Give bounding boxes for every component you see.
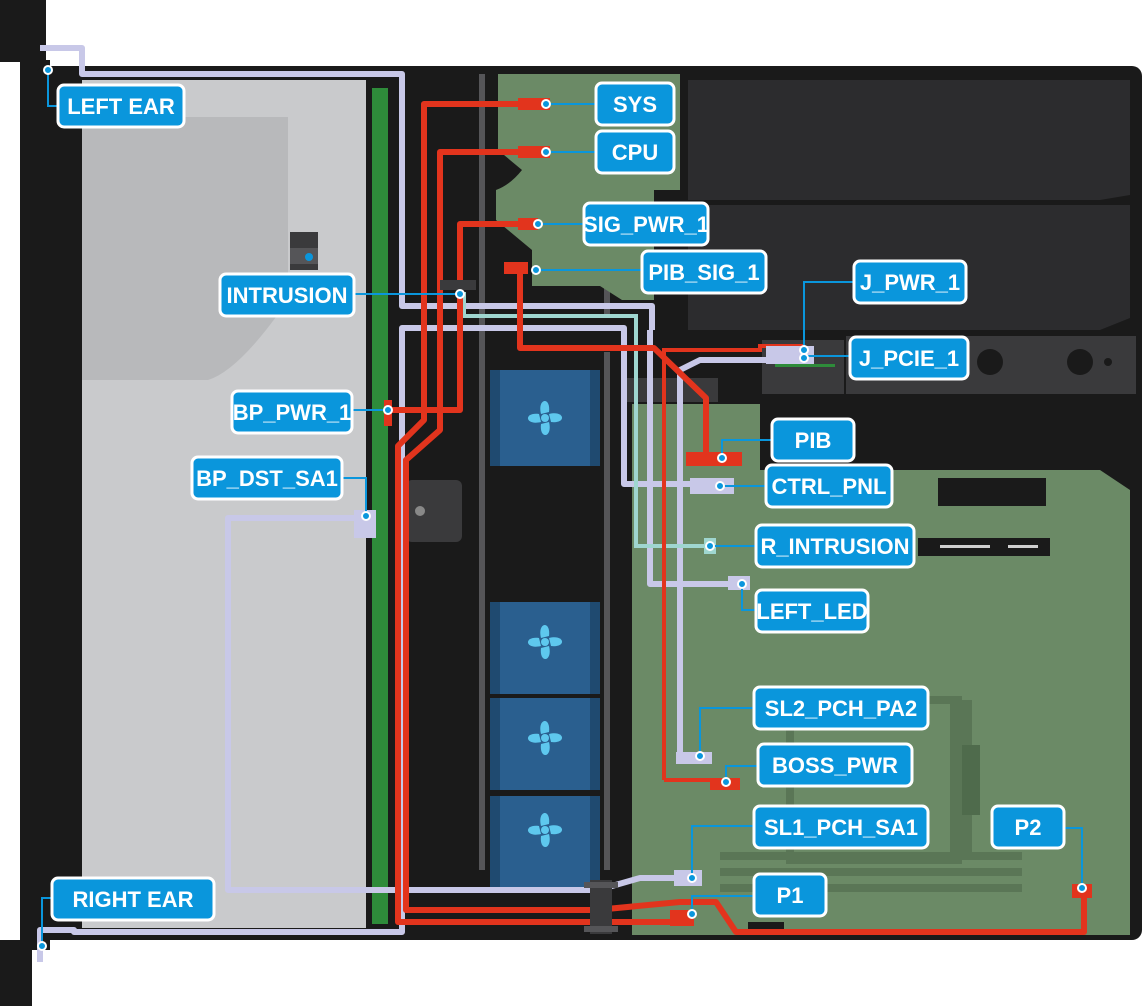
cpu-socket-tab-b (962, 745, 980, 815)
label-r-intrusion-text: R_INTRUSION (760, 534, 909, 559)
backplane (366, 78, 396, 928)
label-bp-pwr-1: BP_PWR_1 (230, 389, 354, 435)
label-left-ear: LEFT EAR (56, 83, 186, 129)
cable-bp-dst (225, 515, 692, 893)
left-ear-bracket-bottom (0, 940, 46, 1006)
psu-bays (688, 80, 1130, 330)
psu-1 (688, 80, 1130, 200)
cable-clip (590, 880, 612, 934)
label-boss-pwr: BOSS_PWR (756, 742, 914, 788)
label-bp-dst-sa1-text: BP_DST_SA1 (196, 466, 338, 491)
label-cpu-text: CPU (612, 140, 658, 165)
label-sl1-pch-sa1-text: SL1_PCH_SA1 (764, 815, 918, 840)
label-bp-pwr-1-text: BP_PWR_1 (233, 400, 352, 425)
dimm-row-3 (720, 884, 1022, 892)
fan-icon (527, 812, 563, 848)
cable-left-ear (40, 45, 655, 330)
label-boss-pwr-text: BOSS_PWR (772, 753, 898, 778)
fan-2 (490, 602, 600, 694)
connector-dots (37, 65, 1087, 951)
cable-sig-pwr (388, 221, 524, 413)
left-ear-bracket-top (0, 0, 46, 70)
label-p1-text: P1 (777, 883, 804, 908)
label-sig-pwr-1-text: SIG_PWR_1 (583, 212, 709, 237)
mb-slot-2-contact-b (1008, 545, 1038, 548)
label-p2-text: P2 (1015, 815, 1042, 840)
dimm-row-1 (720, 852, 1022, 860)
cable-right-ear (37, 325, 720, 962)
fan-icon (527, 400, 563, 436)
conn-pib (686, 452, 742, 466)
cable-guide-hole (415, 506, 425, 516)
label-left-led: LEFT_LED (754, 588, 870, 634)
label-sig-pwr-1: SIG_PWR_1 (582, 201, 710, 247)
intrusion-switch-led (305, 253, 313, 261)
rear-io-port-2 (1067, 349, 1093, 375)
backplane-pcb (372, 88, 388, 924)
fan-icon (527, 720, 563, 756)
label-j-pcie-1-text: J_PCIE_1 (859, 346, 959, 371)
mb-small-connector (748, 922, 784, 930)
fan-icon (527, 624, 563, 660)
cable-guide-block (406, 480, 462, 542)
cable-left-led (647, 330, 742, 587)
intrusion-switch-face (290, 248, 318, 264)
label-pib: PIB (770, 417, 856, 463)
conn-sl2 (676, 752, 712, 764)
label-j-pwr-1: J_PWR_1 (852, 259, 968, 305)
label-sl2-pch-pa2-text: SL2_PCH_PA2 (765, 696, 917, 721)
label-r-intrusion: R_INTRUSION (754, 523, 916, 569)
label-right-ear: RIGHT EAR (50, 876, 216, 922)
rear-io-port-1 (977, 349, 1003, 375)
label-pib-sig-1: PIB_SIG_1 (640, 249, 768, 295)
label-j-pwr-1-text: J_PWR_1 (860, 270, 960, 295)
fan-area (406, 74, 610, 888)
mb-slot-1 (938, 478, 1046, 506)
riser-green-strip (775, 364, 835, 367)
label-sl2-pch-pa2: SL2_PCH_PA2 (752, 685, 930, 731)
fan-1 (490, 370, 600, 466)
label-ctrl-pnl: CTRL_PNL (764, 463, 894, 509)
label-left-led-text: LEFT_LED (756, 599, 867, 624)
label-intrusion: INTRUSION (218, 272, 356, 318)
label-pib-text: PIB (795, 428, 832, 453)
signal-cables (37, 45, 800, 962)
label-sys-text: SYS (613, 92, 657, 117)
rear-io-port-3 (1104, 358, 1112, 366)
label-right-ear-text: RIGHT EAR (73, 887, 194, 912)
label-bp-dst-sa1: BP_DST_SA1 (190, 455, 344, 501)
fan-rail-right (604, 352, 610, 870)
fan-rail-left (479, 74, 485, 870)
label-j-pcie-1: J_PCIE_1 (848, 335, 970, 381)
fan-4 (490, 796, 600, 888)
label-left-ear-text: LEFT EAR (67, 94, 175, 119)
mb-slot-2-contact (940, 545, 990, 548)
cable-clip-bar-bottom (584, 926, 618, 932)
cpu-socket-tab (950, 700, 972, 860)
dimm-row-2 (720, 868, 1022, 876)
cable-sys (395, 101, 688, 925)
conn-pib-sig (504, 262, 528, 274)
drive-bay-shadow (82, 117, 288, 380)
conn-sig-pwr (518, 218, 538, 230)
label-p2: P2 (990, 804, 1066, 850)
cable-clip-bar-top (584, 882, 618, 888)
label-p1: P1 (752, 872, 828, 918)
label-ctrl-pnl-text: CTRL_PNL (772, 474, 887, 499)
fan-3 (490, 698, 600, 790)
label-sys: SYS (594, 81, 676, 127)
label-intrusion-text: INTRUSION (227, 283, 348, 308)
intrusion-switch-icon (440, 280, 476, 290)
cable-r-intrusion (462, 292, 710, 548)
cable-sl2 (677, 357, 800, 758)
label-cpu: CPU (594, 129, 676, 175)
label-sl1-pch-sa1: SL1_PCH_SA1 (752, 804, 930, 850)
label-pib-sig-1-text: PIB_SIG_1 (648, 260, 759, 285)
